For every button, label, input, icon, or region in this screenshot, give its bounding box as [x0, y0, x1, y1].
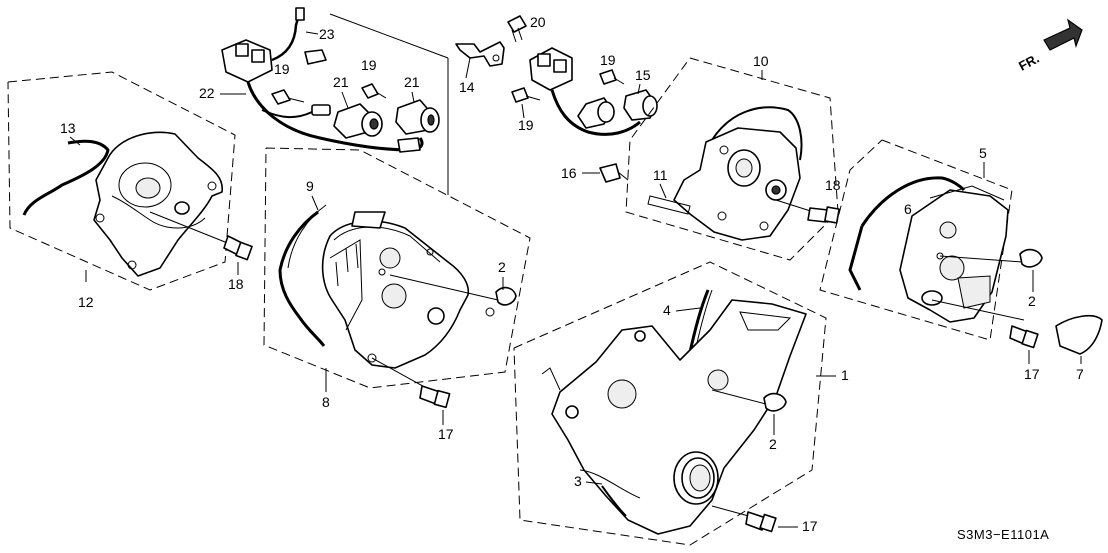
cover-assembly-10 — [625, 57, 840, 261]
grommet-2-lower — [711, 389, 787, 412]
callout-20: 20 — [530, 14, 546, 30]
grommet-2-middle — [389, 274, 517, 317]
callout-1: 1 — [841, 367, 849, 383]
callout-15: 15 — [635, 67, 651, 83]
diagram-code: S3M3−E1101A — [957, 527, 1049, 542]
pad-7 — [1055, 314, 1103, 355]
bolt-19-b — [361, 83, 387, 99]
bolt-20 — [507, 15, 527, 43]
callout-9: 9 — [306, 178, 314, 194]
seal-13 — [22, 139, 110, 216]
callout-22: 22 — [199, 85, 215, 101]
callout-18b: 18 — [825, 177, 841, 193]
sensor-16 — [599, 163, 629, 183]
callout-19d: 19 — [600, 52, 616, 68]
callout-14: 14 — [459, 79, 475, 95]
bracket-14 — [455, 41, 505, 67]
front-direction-label: FR. — [1016, 51, 1042, 74]
callout-17a: 17 — [438, 426, 454, 442]
callout-2a: 2 — [498, 259, 506, 275]
callout-23: 23 — [319, 26, 335, 42]
seal-9 — [278, 210, 326, 347]
bolt-17-middle — [371, 357, 451, 409]
callout-16: 16 — [561, 165, 577, 181]
callout-11: 11 — [653, 167, 668, 183]
callout-17c: 17 — [1024, 366, 1040, 382]
bolt-17-lower — [711, 505, 777, 533]
sensor-21-right — [395, 99, 440, 135]
callout-7: 7 — [1076, 366, 1084, 382]
bolt-19-d — [599, 69, 625, 85]
upper-cover-assembly-5 — [819, 139, 1043, 349]
bolt-19-c — [511, 87, 541, 103]
callout-19c: 19 — [518, 117, 534, 133]
seal-6 — [860, 176, 966, 227]
callout-6: 6 — [904, 201, 912, 217]
callout-8: 8 — [322, 394, 330, 410]
callout-13: 13 — [60, 120, 76, 136]
lower-cover — [551, 299, 807, 535]
callout-21b: 21 — [404, 74, 420, 90]
sensor-15 — [529, 47, 658, 136]
callout-18a: 18 — [228, 276, 244, 292]
bolt-18-right — [807, 206, 840, 224]
callout-19a: 19 — [274, 61, 290, 77]
bolt-18-left — [149, 211, 253, 261]
bolt-19-a — [271, 89, 305, 105]
sensor-harness-22 — [221, 7, 449, 195]
callout-17b: 17 — [802, 518, 818, 534]
front-direction-arrow-icon — [1043, 18, 1083, 51]
callout-2b: 2 — [769, 436, 777, 452]
callout-12: 12 — [78, 294, 94, 310]
callout-2c: 2 — [1028, 293, 1036, 309]
middle-cover-assembly-8 — [263, 147, 531, 409]
callout-19b: 19 — [361, 57, 377, 73]
bolt-17-right — [1009, 325, 1039, 349]
callout-21a: 21 — [333, 74, 349, 90]
callout-10: 10 — [753, 53, 769, 69]
back-cover-assembly-12 — [7, 71, 253, 291]
callout-4: 4 — [663, 302, 671, 318]
callout-5: 5 — [979, 145, 987, 161]
grommet-2-right — [939, 248, 1043, 268]
lower-cover-assembly-1 — [513, 261, 827, 546]
sensor-21-left — [333, 103, 383, 139]
callout-3: 3 — [574, 473, 582, 489]
